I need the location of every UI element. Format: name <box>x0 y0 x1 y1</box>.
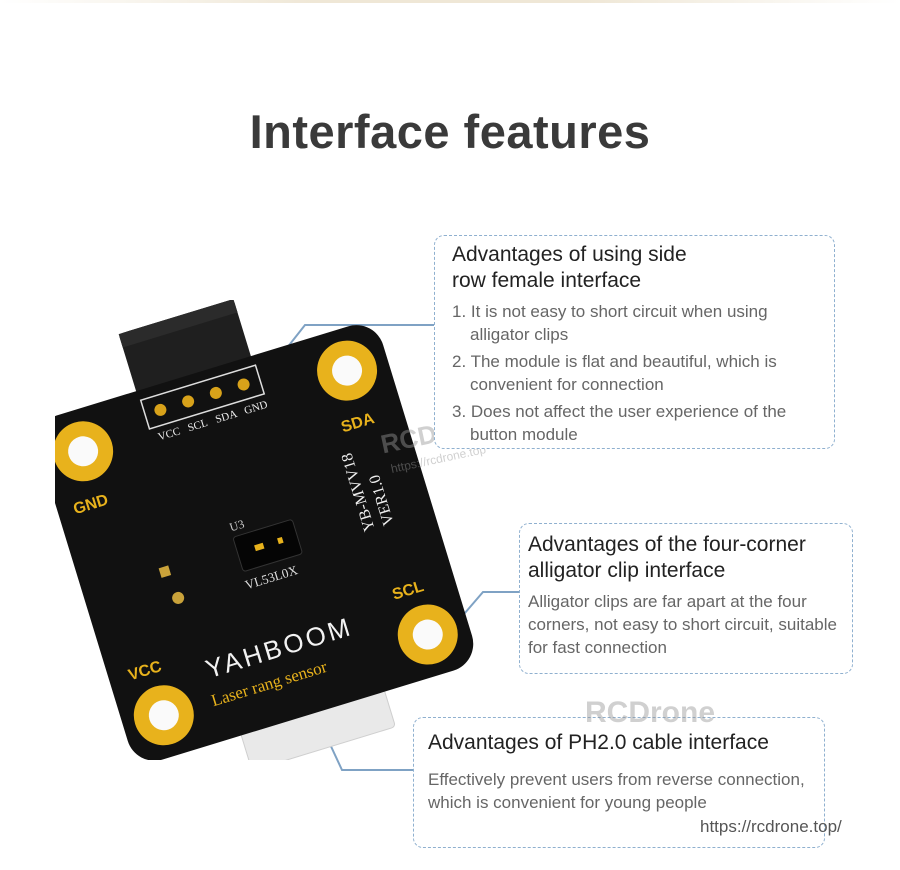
sensor-chip <box>233 519 303 572</box>
callout-1-item-3: 3. Does not affect the user experience o… <box>452 402 787 444</box>
page-title: Interface features <box>249 105 651 158</box>
callout-2-title: Advantages of the four-corner alligator … <box>528 532 846 584</box>
pin-label-scl: SCL <box>186 417 209 434</box>
top-divider <box>0 0 900 3</box>
chip-ref-label: U3 <box>228 517 246 535</box>
callout-2-body: Alligator clips are far apart at the fou… <box>528 592 837 657</box>
sensor-board-drawing: VCC SCL SDA GND GND SDA VCC SCL YB-MVV18… <box>37 299 474 771</box>
callout-four-corner-clip-interface: Advantages of the four-corner alligator … <box>519 523 853 674</box>
callout-1-title: Advantages of using side row female inte… <box>452 242 824 294</box>
callout-2-title-line1: Advantages of the four-corner <box>528 533 806 556</box>
callout-3-title: Advantages of PH2.0 cable interface <box>428 731 769 754</box>
sensor-board-illustration: VCC SCL SDA GND GND SDA VCC SCL YB-MVV18… <box>37 299 475 771</box>
callout-1-title-line1: Advantages of using side <box>452 243 687 266</box>
callout-1-title-line2: row female interface <box>452 269 642 292</box>
callout-1-item-1: 1. It is not easy to short circuit when … <box>452 302 768 344</box>
callout-3-body: Effectively prevent users from reverse c… <box>428 770 805 812</box>
callout-2-title-line2: alligator clip interface <box>528 559 726 582</box>
watermark-url: https://rcdrone.top/ <box>700 817 842 836</box>
callout-1-item-2: 2. The module is flat and beautiful, whi… <box>452 352 777 394</box>
callout-side-row-female-interface: Advantages of using side row female inte… <box>434 235 835 449</box>
callout-ph20-cable-interface: Advantages of PH2.0 cable interface Effe… <box>413 717 825 848</box>
